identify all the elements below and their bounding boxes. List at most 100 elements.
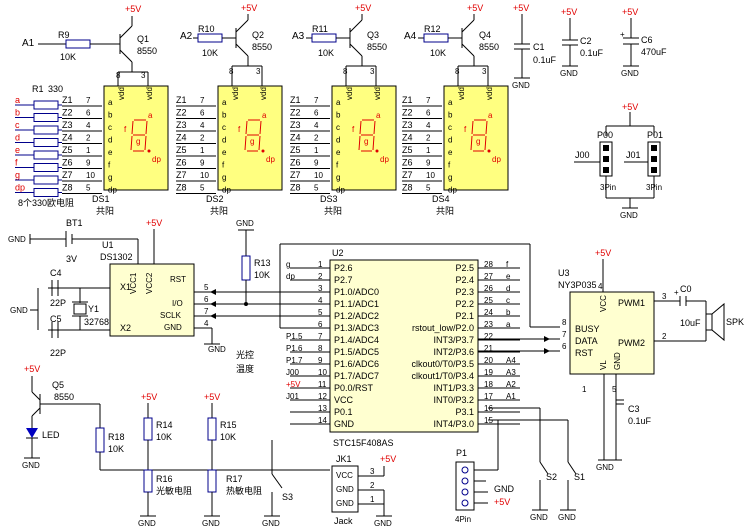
seg-name: e	[108, 148, 113, 157]
rnet-val: 330	[48, 84, 63, 94]
transistor-drivers: A1 R9 10K +5V Q1 8550 8 3 A2 R10	[22, 3, 499, 86]
seg-bar	[484, 135, 487, 151]
seg-name: b	[336, 111, 341, 120]
seg-z-label: Z6	[290, 158, 301, 168]
led-gnd: GND	[22, 461, 40, 470]
q2-base-res: R10	[198, 24, 215, 34]
seg-glyph-a: a	[148, 111, 153, 120]
q2-type: 8550	[252, 42, 272, 52]
rtc-sclk: SCLK	[160, 311, 182, 320]
c5-ref: C5	[50, 314, 62, 324]
p1-vcc: +5V	[494, 497, 510, 507]
seg-pin-num: 5	[200, 184, 205, 193]
seg-pin-num: 10	[86, 171, 95, 180]
seg-pin-num: 9	[86, 159, 91, 168]
jk1-pin-vcc: VCC	[336, 471, 353, 480]
c2-val: 0.1uF	[580, 48, 604, 58]
mcu-pin-name: P2.2	[455, 299, 474, 309]
seg-z-label: Z4	[62, 133, 73, 143]
display-ref: DS2	[206, 194, 224, 204]
seg-pin-num: 7	[200, 96, 205, 105]
r18-val: 10K	[108, 444, 124, 454]
q3-base-res: R11	[312, 24, 328, 34]
u3-pin8: 8	[562, 318, 567, 327]
display-type: 共阳	[96, 206, 114, 216]
display-body	[103, 85, 169, 191]
seg-name: c	[448, 123, 452, 132]
net-a3: A3	[292, 31, 305, 42]
q4-base-res: R12	[424, 24, 441, 34]
r14-ref: R14	[156, 420, 173, 430]
seg-z-label: Z3	[176, 120, 187, 130]
mcu-pin-name: P1.1/ADC1	[334, 299, 379, 309]
mcu-pin-num: 21	[484, 344, 493, 353]
mcu-pin-num: 24	[484, 308, 493, 317]
q5-type: 8550	[54, 392, 74, 402]
mcu-pin-name: clkout0/T0/P3.5	[411, 359, 474, 369]
q1-base-res-val: 10K	[60, 52, 76, 62]
seg-glyph-g: g	[476, 137, 480, 146]
mcu-pin-name: clkout1/T0/P3.4	[411, 371, 474, 381]
spk-ref: SPK	[726, 317, 744, 327]
mcu-net-label: A1	[506, 392, 516, 401]
mcu-pin-name: P1.4/ADC4	[334, 335, 379, 345]
c6-gnd: GND	[621, 69, 639, 78]
seg-bar	[130, 135, 133, 151]
seg-z-label: Z1	[62, 95, 73, 105]
seg-z-label: Z2	[176, 108, 187, 118]
mcu-pin-num: 26	[484, 284, 493, 293]
r15-vcc: +5V	[204, 392, 220, 402]
q1-vcc: +5V	[125, 4, 141, 14]
seg-z-label: Z1	[176, 95, 187, 105]
seg-bar	[245, 120, 248, 135]
c0-val: 10uF	[680, 318, 701, 328]
rtc-x1: X1	[120, 282, 131, 292]
seg-pin-num: 9	[200, 159, 205, 168]
seg-pin-num: 4	[200, 121, 205, 130]
mcu-pin-name: P1.7/ADC7	[334, 371, 379, 381]
mcu-pin-num: 3	[318, 284, 323, 293]
u3-pin6: 6	[562, 342, 567, 351]
seg-bar	[358, 135, 361, 151]
rtc-rst: RST	[170, 275, 186, 284]
mcu-pin-name: INT1/P3.3	[433, 383, 474, 393]
seg-z-label: Z7	[402, 170, 413, 180]
mcu-pin-name: rstout_low/P2.0	[412, 323, 474, 333]
seg-name: a	[448, 98, 453, 107]
q4-vcc: +5V	[467, 3, 483, 13]
driver-q2: A2 R10 10K +5V Q2 8550 8 3	[180, 3, 272, 86]
busy-bus	[279, 243, 560, 354]
rnet-row-label: f	[15, 158, 18, 168]
rtc-pin5: 5	[204, 283, 209, 292]
mcu-net-label: d	[506, 284, 510, 293]
seg-name: g	[108, 173, 112, 182]
seg-glyph-g: g	[136, 137, 140, 146]
seg-bar	[471, 120, 474, 135]
rtc-ref: U1	[102, 240, 114, 250]
r15-val: 10K	[220, 432, 236, 442]
rtc-pin6: 6	[204, 295, 209, 304]
seg-z-label: Z8	[290, 183, 301, 193]
seg-z-label: Z6	[402, 158, 413, 168]
display-body	[331, 85, 397, 191]
seg-z-label: Z7	[62, 170, 73, 180]
mcu-net-label: J00	[286, 368, 299, 377]
c6-vcc: +5V	[622, 7, 638, 17]
seg-pin-num: 9	[314, 159, 319, 168]
vdd-label: vdd	[373, 87, 382, 100]
p1-pins: 4Pin	[455, 515, 471, 524]
rtc-vcc1: VCC1	[129, 272, 138, 294]
seg-pin-num: 10	[426, 171, 435, 180]
mcu-pin-name: INT3/P3.7	[433, 335, 474, 345]
seg-bar	[244, 135, 247, 151]
jk1-vcc: +5V	[380, 454, 396, 464]
seg-pin-num: 1	[314, 146, 319, 155]
c2-gnd: GND	[560, 69, 578, 78]
seg-z-label: Z2	[62, 108, 73, 118]
mcu-net-label: a	[506, 320, 511, 329]
hdr-gnd: GND	[620, 211, 638, 220]
seg-glyph-dp: dp	[492, 155, 501, 164]
q4-base-res-val: 10K	[430, 48, 446, 58]
seg-pin-num: 5	[314, 184, 319, 193]
